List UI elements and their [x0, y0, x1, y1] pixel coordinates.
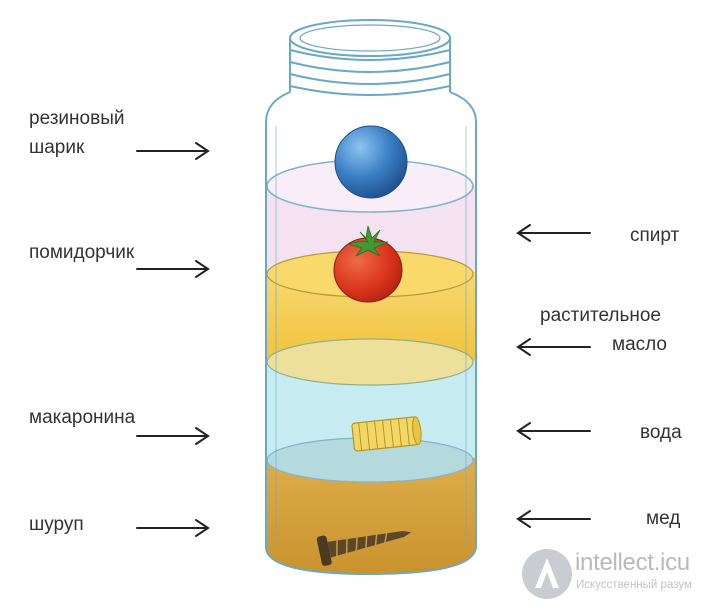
label-rubber-ball-line1: резиновый [29, 108, 125, 129]
arrow-water [516, 422, 591, 440]
label-water: вода [640, 422, 682, 443]
label-oil-line1: растительное [540, 305, 661, 326]
water-surface [266, 338, 474, 386]
arrow-oil [516, 338, 591, 356]
label-oil-line2: масло [612, 334, 667, 355]
arrow-pasta [136, 427, 210, 445]
arrow-tomato [136, 260, 210, 278]
label-alcohol: спирт [630, 225, 680, 246]
arrow-alcohol [516, 224, 591, 242]
arrow-screw [136, 519, 210, 537]
tomato [333, 225, 403, 303]
label-pasta: макаронина [29, 407, 136, 428]
watermark: intellect.icu Искусственный разум [519, 545, 725, 603]
label-rubber-ball-line2: шарик [29, 137, 85, 158]
rubber-ball [334, 125, 408, 199]
label-screw: шуруп [29, 514, 84, 535]
label-honey: мед [646, 508, 681, 529]
label-tomato: помидорчик [29, 242, 135, 263]
watermark-logo-icon [522, 549, 572, 599]
screw [316, 530, 412, 566]
arrow-rubber-ball [136, 142, 210, 160]
jar-outline [265, 19, 477, 576]
arrow-honey [516, 510, 591, 528]
pasta [351, 416, 422, 452]
watermark-subtitle: Искусственный разум [576, 579, 692, 591]
watermark-site: intellect.icu [575, 549, 690, 576]
